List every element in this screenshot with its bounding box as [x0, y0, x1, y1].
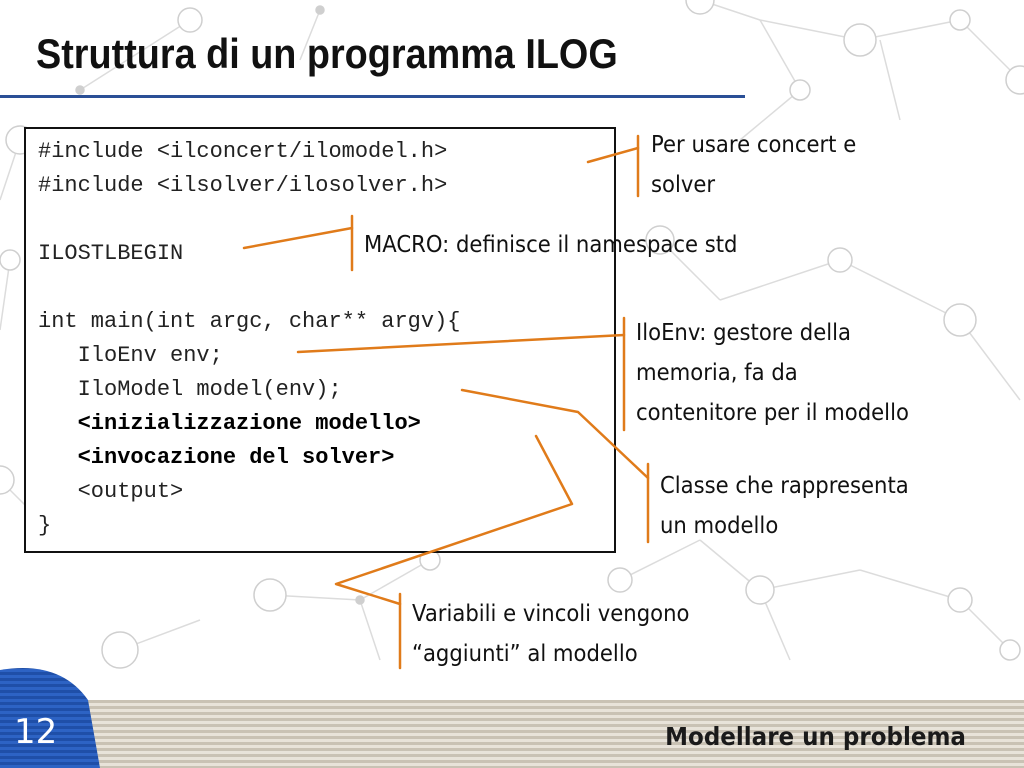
code-box: #include <ilconcert/ilomodel.h> #include… [24, 127, 616, 553]
code-line-closing-brace: } [38, 513, 51, 539]
code-line-iloenv: IloEnv env; [38, 343, 223, 369]
title-underline [0, 95, 745, 98]
code-line-include-ilosolver: #include <ilsolver/ilosolver.h> [38, 173, 447, 199]
annotation-iloenv-line-3: contenitore per il modello [636, 393, 909, 433]
annotation-ilomodel-line-2: un modello [660, 506, 909, 546]
annotation-variables: Variabili e vincoli vengono “aggiunti” a… [412, 594, 689, 674]
page-number: 12 [14, 712, 57, 752]
annotation-concert: Per usare concert e solver [651, 125, 856, 205]
annotation-concert-line-1: Per usare concert e [651, 125, 856, 165]
annotation-variables-line-1: Variabili e vincoli vengono [412, 594, 689, 634]
code-line-solver-invocation: <invocazione del solver> [38, 445, 394, 471]
annotation-iloenv: IloEnv: gestore della memoria, fa da con… [636, 313, 909, 433]
code-line-main-signature: int main(int argc, char** argv){ [38, 309, 460, 335]
annotation-ilomodel-line-1: Classe che rappresenta [660, 466, 909, 506]
annotation-concert-line-2: solver [651, 165, 856, 205]
annotation-macro-line-1: MACRO: definisce il namespace std [364, 225, 738, 265]
annotation-variables-line-2: “aggiunti” al modello [412, 634, 689, 674]
annotation-iloenv-line-1: IloEnv: gestore della [636, 313, 909, 353]
annotation-ilomodel: Classe che rappresenta un modello [660, 466, 909, 546]
footer-title: Modellare un problema [665, 722, 966, 751]
annotation-macro: MACRO: definisce il namespace std [364, 225, 738, 265]
code-line-ilomodel: IloModel model(env); [38, 377, 342, 403]
slide-title: Struttura di un programma ILOG [36, 30, 618, 78]
code-line-model-init: <inizializzazione modello> [38, 411, 421, 437]
code-line-output: <output> [38, 479, 183, 505]
annotation-iloenv-line-2: memoria, fa da [636, 353, 909, 393]
code-line-ilostlbegin: ILOSTLBEGIN [38, 241, 183, 267]
code-line-include-ilomodel: #include <ilconcert/ilomodel.h> [38, 139, 447, 165]
